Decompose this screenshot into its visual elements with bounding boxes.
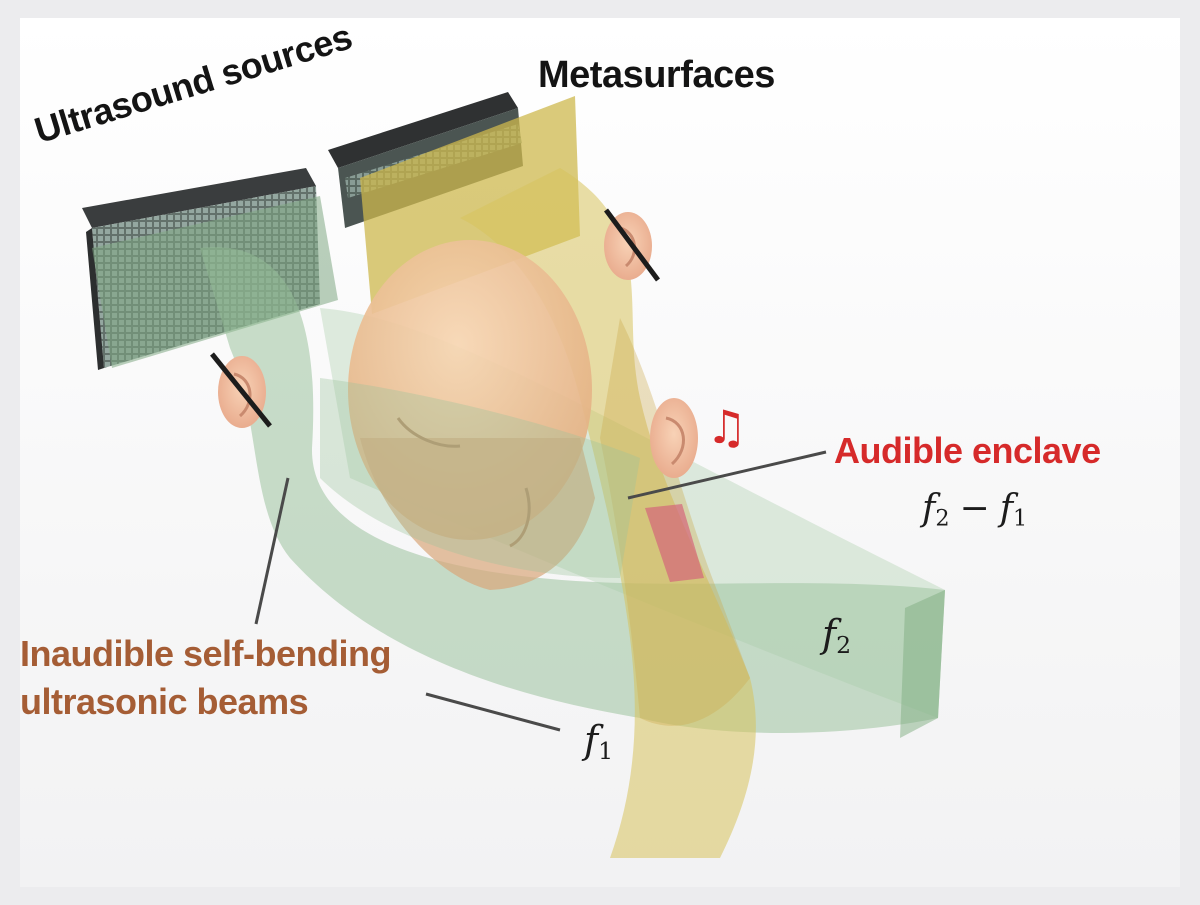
ear-left-muted [210, 352, 272, 428]
frequency-f2-label: f2 [822, 612, 851, 659]
leader-line-inaudible-upper [254, 477, 290, 625]
audible-enclave-label: Audible enclave [834, 430, 1101, 471]
ear-enclave-hearing [650, 398, 698, 478]
math-var: f [922, 488, 936, 529]
head-model [348, 240, 595, 590]
inaudible-label-line1: Inaudible self-bending [20, 633, 392, 674]
diagram-scene [20, 18, 1180, 887]
math-operator: − [959, 488, 990, 529]
inaudible-label-line2: ultrasonic beams [20, 680, 309, 722]
math-sub: 1 [598, 736, 614, 765]
ear-top-right-muted [603, 208, 661, 282]
music-note-icon: ♫ [706, 400, 748, 454]
math-sub: 2 [935, 505, 950, 532]
math-var: f [822, 612, 837, 656]
math-var: f [999, 488, 1014, 529]
leader-line-inaudible-lower [425, 692, 561, 732]
enclave-region [645, 504, 704, 582]
leader-line-enclave [627, 450, 827, 500]
inaudible-beams-label: Inaudible self-bending ultrasonic beams [20, 630, 392, 725]
math-sub: 1 [1013, 505, 1028, 532]
math-sub: 2 [836, 630, 852, 659]
frequency-difference-label: f2−f1 [922, 488, 1027, 532]
metasurfaces-label: Metasurfaces [538, 54, 775, 96]
frequency-f1-label: f1 [584, 718, 613, 765]
beam-overlay [320, 378, 640, 578]
math-var: f [584, 718, 599, 762]
figure-frame: ♫ Ultrasound sources Metasurfaces Audibl… [20, 18, 1180, 887]
